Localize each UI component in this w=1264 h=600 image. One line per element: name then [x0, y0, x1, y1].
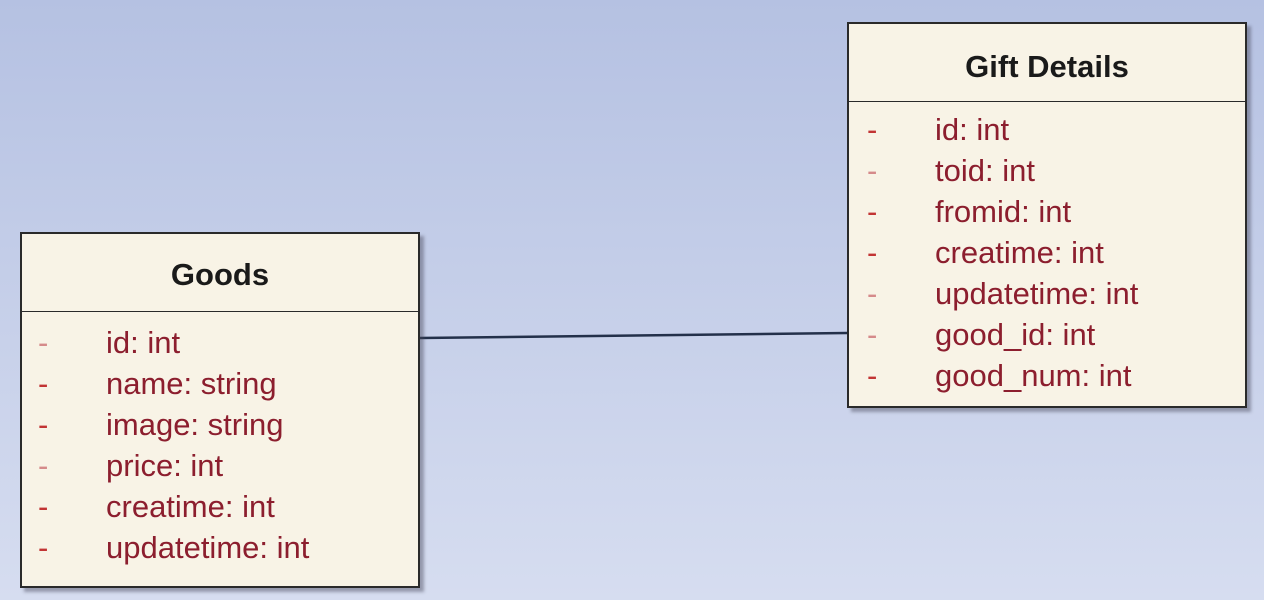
- attribute-row[interactable]: - fromid: int: [849, 191, 1245, 232]
- attribute-text: creatime: int: [935, 235, 1104, 270]
- visibility-private-marker: -: [867, 358, 878, 393]
- attribute-row[interactable]: - creatime: int: [849, 232, 1245, 273]
- attribute-row[interactable]: - updatetime: int: [22, 527, 418, 568]
- attribute-text: creatime: int: [106, 489, 275, 524]
- visibility-private-marker: -: [38, 325, 49, 360]
- class-box-goods[interactable]: Goods - id: int - name: string - image: …: [20, 232, 420, 588]
- attribute-row[interactable]: - updatetime: int: [849, 273, 1245, 314]
- attribute-text: price: int: [106, 448, 224, 483]
- attribute-row[interactable]: - good_id: int: [849, 314, 1245, 355]
- attribute-text: updatetime: int: [935, 276, 1139, 311]
- attribute-row[interactable]: - id: int: [22, 322, 418, 363]
- attribute-text: id: int: [935, 112, 1010, 147]
- visibility-private-marker: -: [38, 448, 49, 483]
- attribute-row[interactable]: - creatime: int: [22, 486, 418, 527]
- visibility-private-marker: -: [38, 489, 49, 524]
- visibility-private-marker: -: [867, 235, 878, 270]
- attribute-text: toid: int: [935, 153, 1035, 188]
- class-name-goods: Goods: [22, 234, 418, 312]
- attribute-text: good_id: int: [935, 317, 1096, 352]
- attribute-text: updatetime: int: [106, 530, 310, 565]
- attribute-row[interactable]: - image: string: [22, 404, 418, 445]
- class-name-gift-details: Gift Details: [849, 24, 1245, 102]
- attribute-list-gift-details: - id: int - toid: int - fromid: int - cr…: [849, 102, 1245, 396]
- association-line[interactable]: [419, 331, 848, 340]
- attribute-row[interactable]: - good_num: int: [849, 355, 1245, 396]
- attribute-row[interactable]: - toid: int: [849, 150, 1245, 191]
- attribute-text: good_num: int: [935, 358, 1132, 393]
- attribute-text: image: string: [106, 407, 284, 442]
- visibility-private-marker: -: [867, 112, 878, 147]
- attribute-text: fromid: int: [935, 194, 1072, 229]
- visibility-private-marker: -: [867, 276, 878, 311]
- visibility-private-marker: -: [867, 317, 878, 352]
- visibility-private-marker: -: [867, 194, 878, 229]
- attribute-row[interactable]: - price: int: [22, 445, 418, 486]
- class-box-gift-details[interactable]: Gift Details - id: int - toid: int - fro…: [847, 22, 1247, 408]
- attribute-row[interactable]: - name: string: [22, 363, 418, 404]
- attribute-list-goods: - id: int - name: string - image: string…: [22, 312, 418, 568]
- visibility-private-marker: -: [38, 366, 49, 401]
- visibility-private-marker: -: [867, 153, 878, 188]
- attribute-text: id: int: [106, 325, 181, 360]
- attribute-text: name: string: [106, 366, 277, 401]
- visibility-private-marker: -: [38, 407, 49, 442]
- visibility-private-marker: -: [38, 530, 49, 565]
- attribute-row[interactable]: - id: int: [849, 109, 1245, 150]
